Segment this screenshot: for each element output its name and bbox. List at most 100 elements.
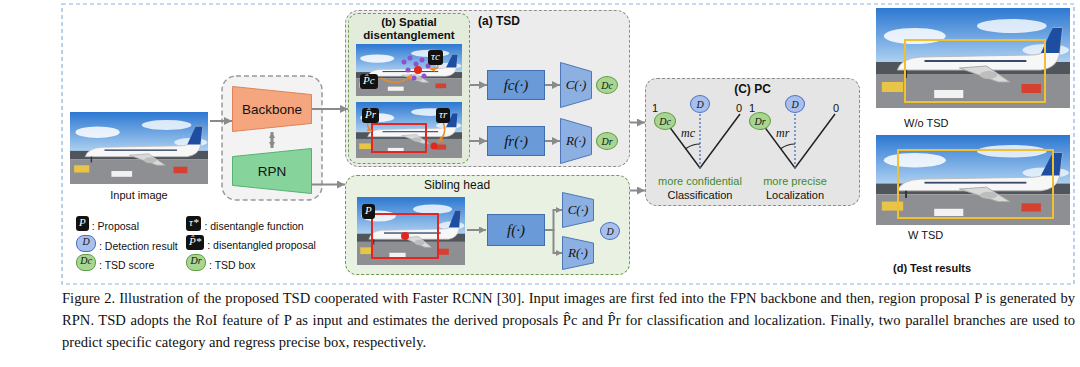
node-text: fr(·) — [504, 133, 528, 150]
legend-entry: : disentangled proposal — [207, 235, 316, 253]
detection-result-circle: D — [690, 95, 710, 113]
backbone-rpn-panel — [222, 76, 322, 200]
node-text: RPN — [258, 164, 287, 179]
legend-text: : Proposal — [92, 219, 139, 234]
classifier-block: C(·) — [562, 192, 594, 228]
transform-arc — [438, 120, 445, 142]
symbol-tag: τc — [428, 50, 443, 65]
node-text: R(·) — [568, 245, 588, 261]
label-holder: Localization — [745, 185, 845, 203]
label-holder: mc — [681, 123, 695, 141]
cls-points — [402, 56, 431, 81]
node-text: D — [606, 226, 613, 237]
legend-symbol: τ* — [186, 216, 201, 231]
center-dot — [431, 143, 438, 150]
node-text: D — [696, 99, 703, 110]
connector-arrow — [470, 140, 487, 142]
legend-text: : disentangle function — [204, 219, 303, 234]
spatial-photo-cls — [356, 44, 462, 96]
label-holder: P̂* — [186, 231, 204, 250]
label-holder: τr — [436, 104, 450, 123]
legend-symbol: P̂* — [186, 235, 204, 250]
sibling-head-panel: Sibling headf(·)C(·)R(·)D — [345, 175, 630, 275]
label-holder: P̂r — [362, 104, 379, 123]
result-box — [905, 40, 1045, 102]
rpn-block: RPN — [232, 148, 312, 194]
feature-block: fr(·) — [487, 126, 545, 156]
transform-arc — [381, 75, 412, 82]
axis-value: 0 — [833, 102, 839, 115]
trapezoid-shape — [563, 237, 594, 270]
legend-symbol: Dc — [76, 254, 96, 271]
node-text: D — [791, 99, 798, 110]
label-holder: P — [362, 200, 375, 219]
legend-symbol: Dr — [186, 254, 206, 271]
panel-fill — [645, 78, 860, 206]
node-text: W/o TSD — [904, 117, 948, 129]
node-text: Dr — [754, 116, 765, 127]
node-text: fc(·) — [504, 77, 529, 94]
connector-arrow — [630, 190, 645, 192]
tsd-box-circle: Dr — [749, 112, 771, 130]
figure-caption: Figure 2. Illustration of the proposed T… — [62, 287, 1075, 353]
tsd-panel: (a) TSD(b) Spatial disentanglementfc(·)C… — [345, 10, 630, 167]
margin-label: mc — [681, 127, 695, 140]
connector-arrow — [271, 132, 274, 148]
trapezoid-shape — [233, 87, 312, 132]
label-holder: Dc — [76, 250, 96, 271]
symbol-tag: P̂c — [360, 74, 378, 89]
legend-symbol: P — [76, 216, 89, 231]
test-photo-with — [876, 135, 1070, 225]
legend-entry: : Proposal — [92, 216, 139, 234]
tsd-score-circle: Dc — [654, 112, 676, 130]
connector-arrow — [630, 122, 645, 124]
panel-fill — [345, 175, 630, 275]
node-text: Backbone — [242, 102, 302, 117]
trapezoid-shape — [561, 119, 592, 164]
detection-result-circle: D — [785, 95, 805, 113]
node-text: C(·) — [566, 77, 587, 93]
result-ray — [699, 112, 700, 168]
node-text: W TSD — [908, 229, 943, 241]
regressor-block: R(·) — [562, 236, 594, 270]
symbol-tag: P̂r — [362, 108, 379, 123]
test-result-image: W TSD — [876, 135, 1070, 242]
result-box — [898, 150, 1053, 218]
caption-holder: Figure 2. Illustration of the proposed T… — [62, 287, 1075, 353]
input-image: Input image — [68, 110, 210, 202]
test-photo-without — [876, 8, 1070, 108]
center-dot — [414, 66, 422, 74]
connector-arrow — [545, 140, 560, 142]
margin-arc — [781, 144, 795, 149]
label-holder: τc — [428, 46, 443, 65]
trapezoid-shape — [233, 149, 312, 194]
node-text: (a) TSD — [478, 14, 629, 28]
proposal-box — [372, 124, 426, 152]
node-text: Sibling head — [424, 178, 629, 192]
axis-value: 1 — [652, 102, 658, 115]
label-holder: 0 — [736, 98, 742, 116]
backbone-block: Backbone — [232, 86, 312, 132]
axis-value: 1 — [749, 102, 755, 115]
legend-entry: : Detection result — [99, 236, 178, 254]
label-holder: 1 — [749, 98, 755, 116]
legend-text: : disentangled proposal — [207, 238, 316, 253]
legend-entry: : TSD box — [209, 255, 256, 273]
spatial-photo-reg — [356, 102, 462, 158]
connector-arrow — [312, 108, 348, 110]
label-holder: 0 — [833, 98, 839, 116]
node-text: C(·) — [568, 202, 589, 218]
symbol-tag: τr — [436, 108, 450, 123]
label-holder: Dr — [186, 250, 206, 271]
legend-entry: : disentangle function — [204, 216, 303, 234]
legend-text: : TSD score — [99, 258, 154, 273]
connector-arrow — [312, 184, 345, 186]
connector-arrow — [545, 230, 562, 253]
detection-result-circle: D — [600, 222, 620, 240]
node-text: Dr — [601, 136, 612, 147]
axis-note: more precise — [763, 175, 827, 188]
connector-arrow — [470, 84, 487, 86]
feature-block: fc(·) — [487, 70, 545, 100]
legend-text: : TSD box — [209, 258, 256, 273]
